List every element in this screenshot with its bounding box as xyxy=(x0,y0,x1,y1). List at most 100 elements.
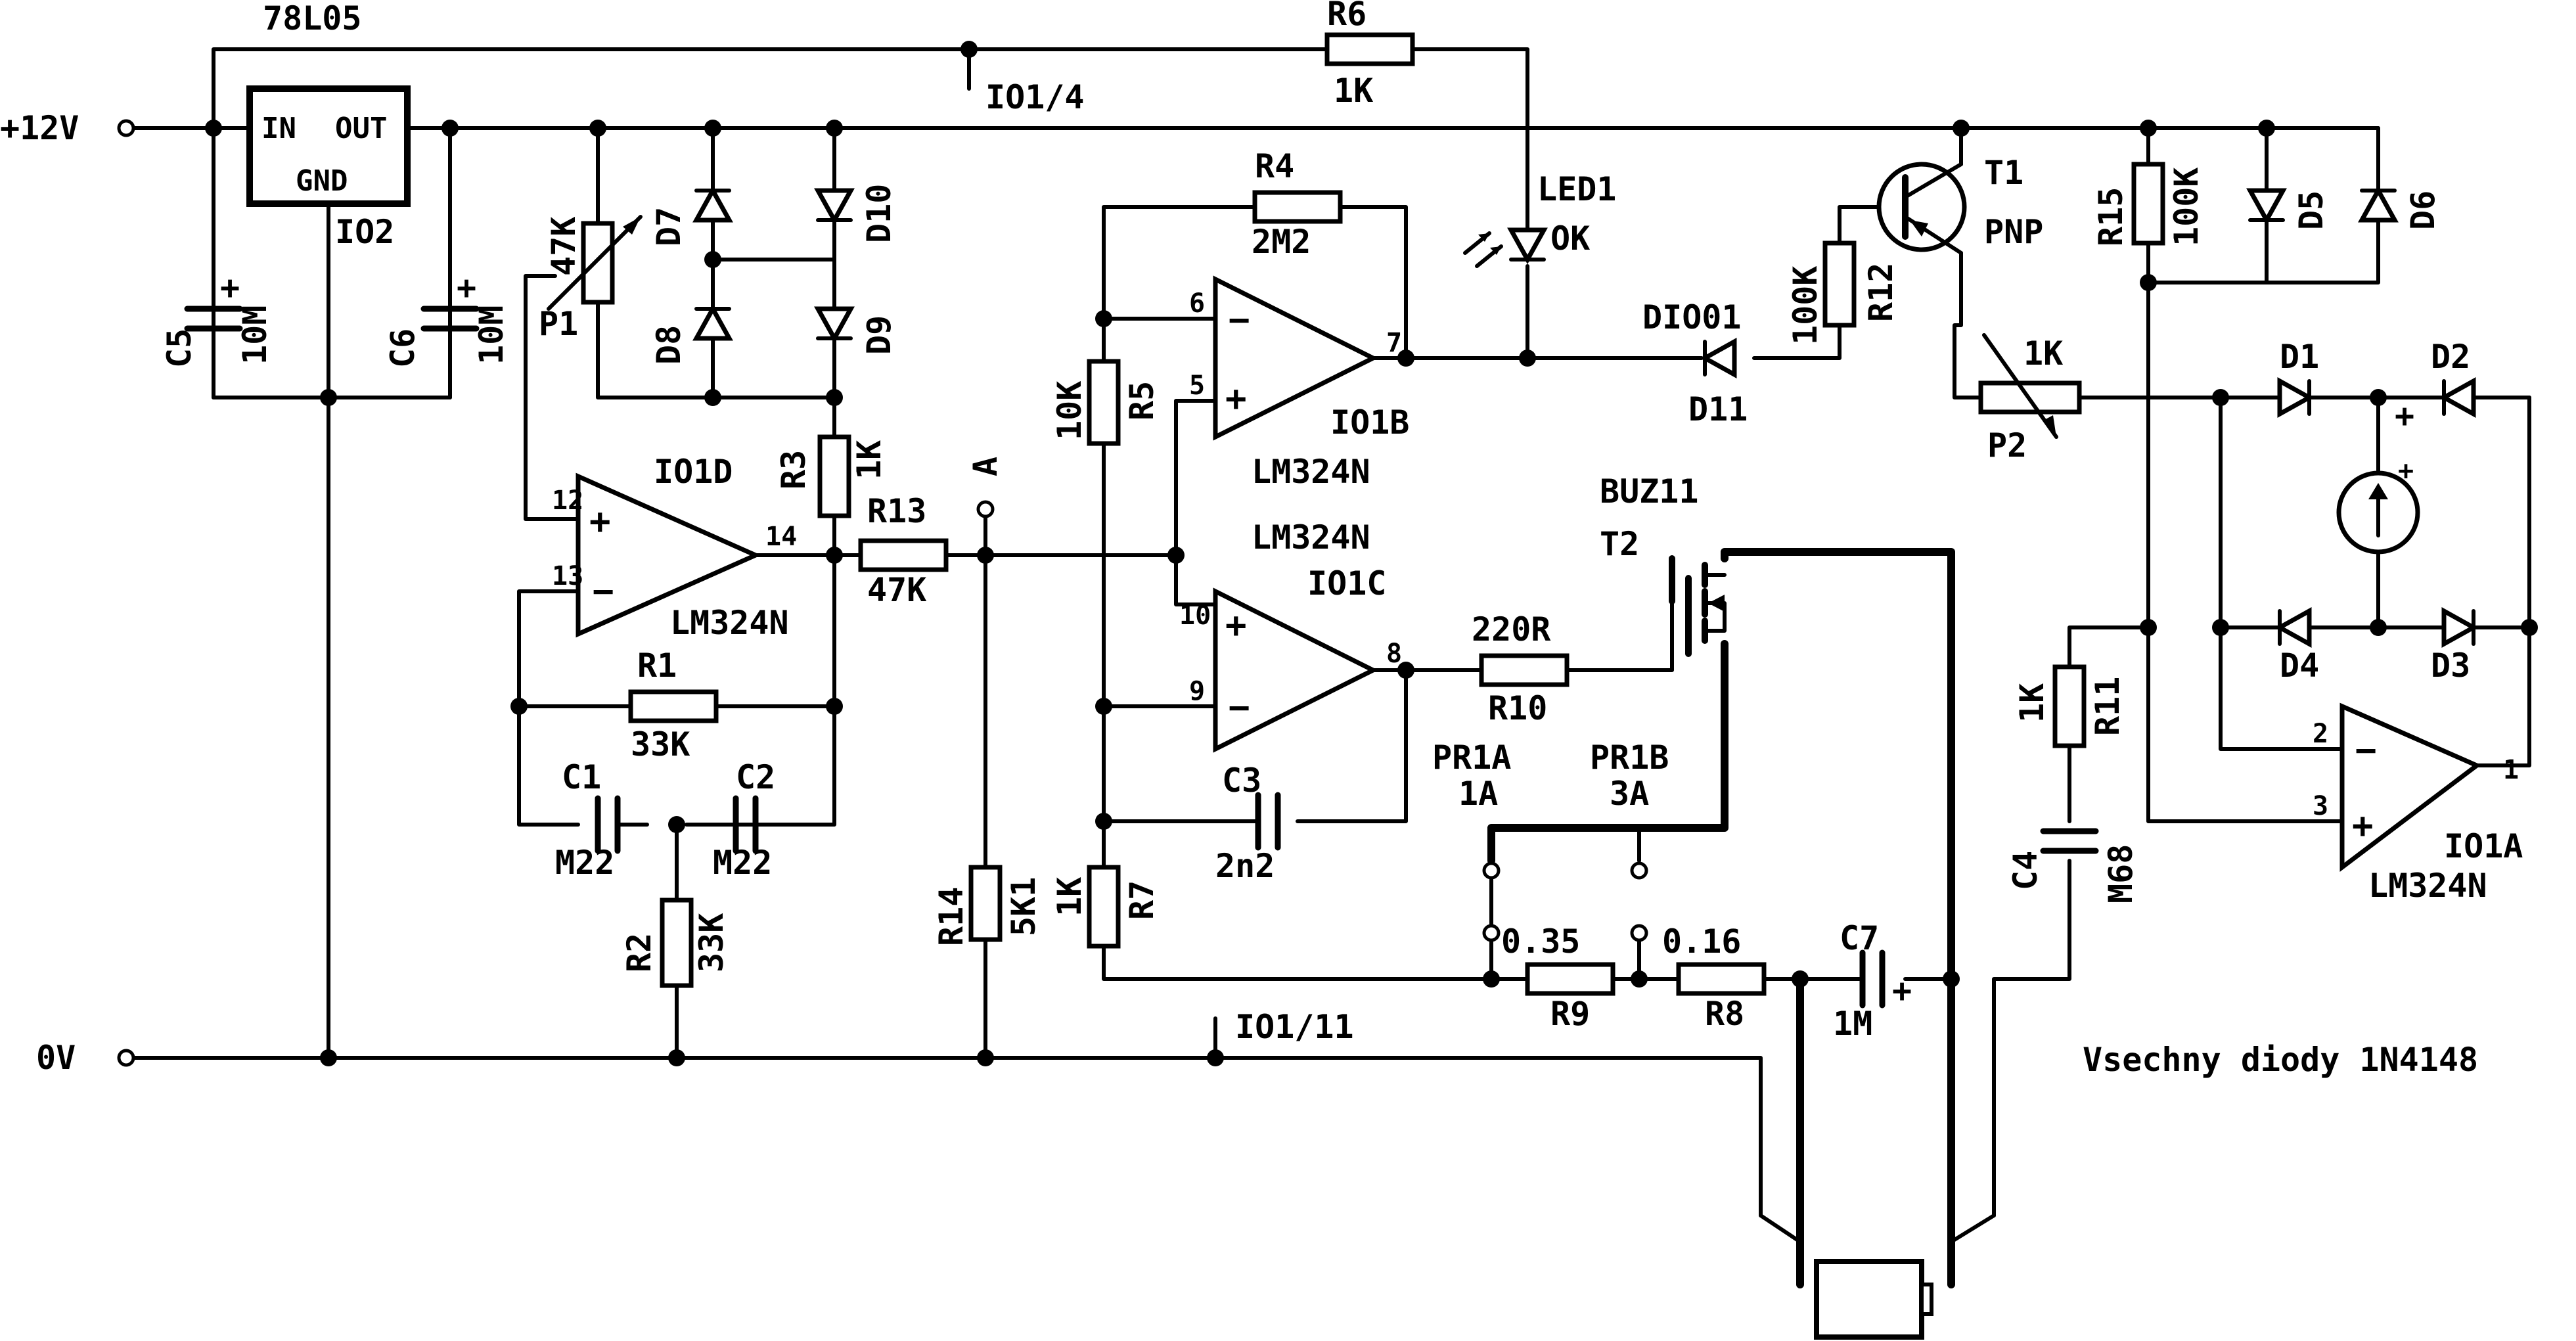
svg-text:7: 7 xyxy=(1386,328,1402,358)
svg-text:R11: R11 xyxy=(2089,677,2127,736)
svg-text:C4: C4 xyxy=(2006,851,2045,890)
jumper-pr1b: PR1B 3A xyxy=(1590,739,1669,942)
ground-rail xyxy=(129,1056,1763,1217)
svg-text:BUZ11: BUZ11 xyxy=(1600,472,1699,511)
resistor-r9: 0.35 R9 xyxy=(1501,922,1616,1033)
svg-text:33K: 33K xyxy=(631,725,690,763)
svg-text:LM324N: LM324N xyxy=(670,604,789,642)
resistor-r11: 1K R11 xyxy=(2013,664,2127,748)
diode-note: Vsechny diody 1N4148 xyxy=(2083,1041,2478,1079)
svg-text:D8: D8 xyxy=(650,325,688,365)
diode-d8: D8 xyxy=(650,304,733,365)
svg-text:DIO01: DIO01 xyxy=(1642,298,1742,336)
diode-d2: D2 xyxy=(2431,338,2476,418)
svg-text:10: 10 xyxy=(1179,601,1211,631)
svg-text:R13: R13 xyxy=(867,492,926,530)
resistor-r5: 10K R5 xyxy=(1051,359,1161,446)
mosfet-t2: BUZ11 T2 xyxy=(1600,472,1727,657)
svg-text:+: + xyxy=(1892,972,1912,1010)
svg-text:6: 6 xyxy=(1189,288,1205,319)
resistor-r7: 1K R7 xyxy=(1051,865,1161,949)
svg-text:R6: R6 xyxy=(1327,0,1367,33)
svg-text:IO1D: IO1D xyxy=(654,453,733,491)
ground-terminal: 0V xyxy=(36,1039,135,1077)
svg-text:R1: R1 xyxy=(637,647,677,685)
svg-text:C2: C2 xyxy=(736,758,775,796)
junctions xyxy=(205,41,2538,1066)
svg-text:R3: R3 xyxy=(775,450,813,489)
resistor-r15: R15 100K xyxy=(2092,162,2205,246)
opamp-io1a: − + 2 3 1 IO1A LM324N xyxy=(2313,702,2523,905)
potentiometer-p1: 47K P1 xyxy=(539,215,643,343)
svg-text:M22: M22 xyxy=(555,844,614,882)
svg-text:33K: 33K xyxy=(692,913,731,972)
led-ok: LED1 OK xyxy=(1463,170,1616,268)
svg-text:D4: D4 xyxy=(2280,647,2319,685)
vplus-terminal: +12V xyxy=(0,109,135,147)
regulator-78l05: IN OUT GND 78L05 IO2 xyxy=(246,0,411,251)
opamp-io1c: + − 10 9 8 LM324N IO1C xyxy=(1179,518,1402,753)
svg-text:LED1: LED1 xyxy=(1537,170,1616,208)
svg-text:+: + xyxy=(589,501,611,542)
svg-text:+: + xyxy=(2395,397,2414,435)
gnd-pin-label: IO1/11 xyxy=(1235,1008,1354,1046)
svg-text:T2: T2 xyxy=(1600,525,1639,563)
svg-text:0.35: 0.35 xyxy=(1501,922,1580,961)
svg-text:D9: D9 xyxy=(860,315,898,355)
svg-text:C3: C3 xyxy=(1222,761,1261,800)
svg-text:5: 5 xyxy=(1189,371,1205,401)
diode-d7: D7 xyxy=(650,185,733,246)
svg-text:C7: C7 xyxy=(1840,919,1879,957)
svg-text:100K: 100K xyxy=(1786,266,1824,345)
potentiometer-p2: 1K P2 xyxy=(1978,333,2082,465)
svg-text:R2: R2 xyxy=(620,933,658,972)
svg-text:+: + xyxy=(1225,604,1247,646)
svg-text:R12: R12 xyxy=(1862,263,1900,322)
svg-text:1K: 1K xyxy=(850,440,888,480)
resistor-r2: R2 33K xyxy=(620,898,731,988)
svg-text:PNP: PNP xyxy=(1984,213,2043,251)
svg-text:IO1A: IO1A xyxy=(2444,827,2523,865)
svg-text:C1: C1 xyxy=(562,758,601,796)
svg-text:14: 14 xyxy=(765,522,797,552)
diode-d11: DIO01 D11 xyxy=(1642,298,1748,428)
svg-text:R8: R8 xyxy=(1705,995,1744,1033)
svg-text:10K: 10K xyxy=(1051,381,1089,440)
capacitor-c6: + C6 10M xyxy=(384,269,510,368)
capacitor-c4: C4 M68 xyxy=(2006,828,2140,903)
svg-text:1M: 1M xyxy=(1833,1005,1872,1043)
svg-text:LM324N: LM324N xyxy=(1252,453,1370,491)
diode-d3: D3 xyxy=(2431,607,2479,685)
svg-text:13: 13 xyxy=(552,561,583,591)
resistor-r12: 100K R12 xyxy=(1786,240,1900,345)
svg-text:C5: C5 xyxy=(160,329,198,368)
svg-text:OUT: OUT xyxy=(335,112,387,145)
svg-text:D7: D7 xyxy=(650,207,688,246)
vplus-label: +12V xyxy=(0,109,79,147)
svg-text:8: 8 xyxy=(1386,639,1402,669)
svg-text:R9: R9 xyxy=(1550,995,1590,1033)
svg-text:+: + xyxy=(2352,805,2374,846)
svg-text:LM324N: LM324N xyxy=(2368,867,2487,905)
svg-text:R5: R5 xyxy=(1123,381,1161,420)
svg-text:PR1B: PR1B xyxy=(1590,739,1669,777)
svg-text:−: − xyxy=(2355,729,2377,771)
svg-text:R14: R14 xyxy=(932,887,970,946)
opamp-io1d: + − 12 13 14 IO1D LM324N xyxy=(552,453,797,642)
resistor-r14: R14 5K1 xyxy=(932,865,1043,946)
svg-text:1: 1 xyxy=(2503,755,2519,785)
ground-label: 0V xyxy=(36,1039,76,1077)
svg-text:5K1: 5K1 xyxy=(1005,877,1043,936)
svg-text:P1: P1 xyxy=(539,305,578,343)
opamp-io1b: − + 6 5 7 IO1B LM324N xyxy=(1189,275,1409,491)
svg-text:D6: D6 xyxy=(2404,191,2442,230)
diode-d4: D4 xyxy=(2274,607,2319,685)
resistor-r1: R1 33K xyxy=(628,647,719,763)
svg-text:1K: 1K xyxy=(1334,72,1373,110)
svg-text:D5: D5 xyxy=(2292,191,2330,230)
svg-text:3A: 3A xyxy=(1610,775,1649,813)
svg-text:10M: 10M xyxy=(236,306,274,365)
svg-text:+: + xyxy=(457,269,476,307)
svg-text:2M2: 2M2 xyxy=(1252,223,1311,261)
